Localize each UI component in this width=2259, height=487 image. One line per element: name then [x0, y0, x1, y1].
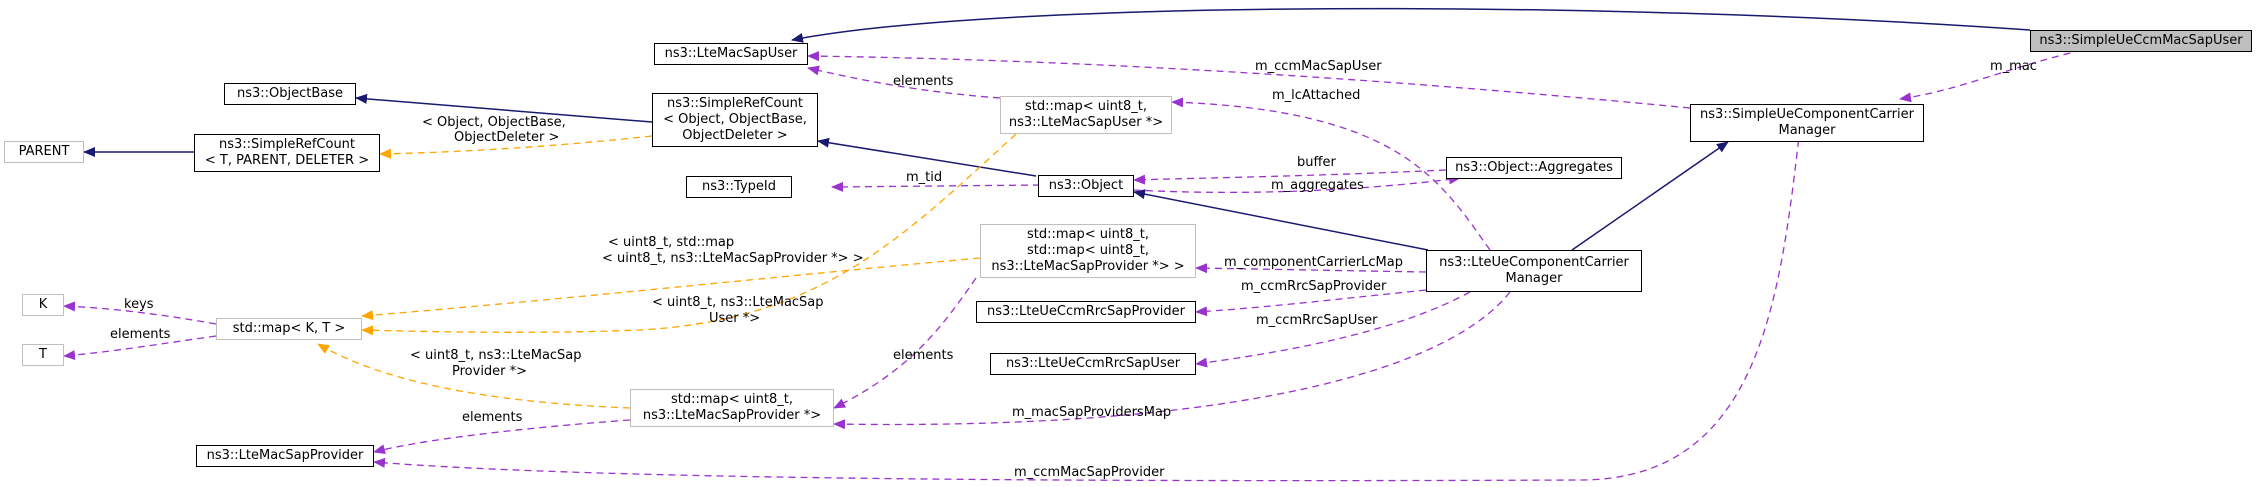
label-m-lc-attached: m_lcAttached — [1272, 88, 1360, 103]
node-type-id[interactable]: ns3::TypeId — [686, 176, 792, 198]
edge-m-mac — [1899, 49, 2083, 103]
label-tpl-map-of-map-line-2: < uint8_t, ns3::LteMacSapProvider *> > — [602, 251, 864, 266]
label-tpl-mac-sap-user: < uint8_t, ns3::LteMacSap User *> — [652, 295, 828, 326]
label-m-mac-sap-providers-map: m_macSapProvidersMap — [1012, 405, 1171, 420]
edge-tpl-mac-sap-provider — [317, 343, 631, 409]
edge-lte-ue-ccm-to-simple-ue-ccm — [1571, 141, 1729, 251]
edge-m-ccm-mac-sap-provider — [373, 127, 1801, 482]
edge-m-aggregates — [1133, 174, 1461, 194]
node-lte-mac-sap-provider[interactable]: ns3::LteMacSapProvider — [196, 445, 374, 467]
label-tpl-map-of-map: < uint8_t, std::map < uint8_t, ns3::LteM… — [602, 235, 864, 266]
label-m-mac: m_mac — [1990, 59, 2037, 74]
label-elements-2: elements — [893, 348, 954, 363]
label-m-ccm-rrc-sap-user: m_ccmRrcSapUser — [1256, 313, 1378, 328]
node-ccm-rrc-sap-provider[interactable]: ns3::LteUeCcmRrcSapProvider — [976, 301, 1196, 323]
node-object[interactable]: ns3::Object — [1038, 175, 1134, 197]
edge-elements-4 — [63, 335, 217, 361]
node-simple-ref-count-tpl[interactable]: ns3::SimpleRefCount < T, PARENT, DELETER… — [194, 134, 380, 172]
node-simple-ue-ccm[interactable]: ns3::SimpleUeComponentCarrier Manager — [1690, 104, 1924, 142]
node-map-mac-sap-user[interactable]: std::map< uint8_t, ns3::LteMacSapUser *> — [1000, 96, 1172, 134]
edge-m-lc-attached — [1171, 97, 1491, 251]
node-ccm-rrc-sap-user[interactable]: ns3::LteUeCcmRrcSapUser — [990, 353, 1196, 375]
edge-tpl-map-of-map — [361, 257, 981, 321]
edge-m-component-carrier-lc-map — [1195, 263, 1427, 274]
label-tpl-mac-sap-provider-line-1: < uint8_t, ns3::LteMacSap — [410, 348, 582, 363]
edge-m-mac-sap-providers-map — [833, 291, 1511, 430]
edge-lte-ue-ccm-to-object — [1133, 189, 1429, 251]
edge-m-tid — [831, 181, 1041, 192]
label-m-ccm-rrc-sap-provider: m_ccmRrcSapProvider — [1241, 279, 1387, 294]
node-k[interactable]: K — [22, 294, 64, 316]
node-parent[interactable]: PARENT — [4, 141, 84, 163]
edge-m-ccm-rrc-sap-user — [1195, 291, 1471, 368]
edge-ueccm-user-to-mac-sap-user — [791, 7, 2031, 43]
label-tpl-mac-sap-user-line-1: < uint8_t, ns3::LteMacSap — [652, 295, 824, 310]
label-tpl-mac-sap-provider: < uint8_t, ns3::LteMacSap Provider *> — [410, 348, 586, 379]
label-tpl-map-of-map-line-1: < uint8_t, std::map — [608, 235, 734, 250]
label-elements-3: elements — [462, 410, 523, 425]
edge-simple-ref-count-to-object-base — [355, 93, 653, 123]
node-lte-mac-sap-user[interactable]: ns3::LteMacSapUser — [654, 43, 808, 65]
label-tpl-object-base: < Object, ObjectBase, ObjectDeleter > — [422, 115, 570, 145]
node-lte-ue-ccm[interactable]: ns3::LteUeComponentCarrier Manager — [1426, 250, 1642, 292]
label-m-ccm-mac-sap-provider: m_ccmMacSapProvider — [1014, 465, 1165, 480]
node-simple-ref-count[interactable]: ns3::SimpleRefCount < Object, ObjectBase… — [652, 93, 818, 147]
label-tpl-object-base-line-2: ObjectDeleter > — [454, 130, 559, 145]
edge-buffer — [1133, 169, 1447, 185]
edge-tpl-mac-sap-user — [361, 133, 1017, 336]
label-buffer: buffer — [1297, 155, 1336, 170]
edge-tpl-object-base — [379, 135, 653, 159]
edge-elements-1 — [807, 65, 1001, 99]
node-object-aggregates[interactable]: ns3::Object::Aggregates — [1446, 157, 1622, 179]
node-map-mac-sap-provider[interactable]: std::map< uint8_t, ns3::LteMacSapProvide… — [630, 389, 834, 427]
edge-keys — [63, 301, 217, 325]
label-m-component-carrier-lc-map: m_componentCarrierLcMap — [1224, 255, 1403, 270]
label-keys: keys — [124, 297, 154, 312]
label-elements-4: elements — [110, 327, 171, 342]
edge-m-ccm-mac-sap-user — [807, 51, 1691, 109]
edge-object-to-simple-ref-count — [817, 137, 1037, 177]
label-tpl-object-base-line-1: < Object, ObjectBase, — [422, 115, 566, 130]
label-tpl-mac-sap-provider-line-2: Provider *> — [452, 364, 527, 379]
node-std-map-kt[interactable]: std::map< K, T > — [216, 318, 362, 340]
label-m-aggregates: m_aggregates — [1271, 178, 1364, 193]
node-simple-ue-ccm-mac-sap-user[interactable]: ns3::SimpleUeCcmMacSapUser — [2030, 30, 2252, 52]
label-m-tid: m_tid — [906, 170, 942, 185]
node-object-base[interactable]: ns3::ObjectBase — [224, 83, 356, 105]
label-elements-1: elements — [893, 74, 954, 89]
label-tpl-mac-sap-user-line-2: User *> — [709, 311, 760, 326]
node-t[interactable]: T — [22, 344, 64, 366]
node-map-map-provider[interactable]: std::map< uint8_t, std::map< uint8_t, ns… — [980, 224, 1196, 278]
edge-elements-2 — [833, 277, 977, 409]
label-m-ccm-mac-sap-user: m_ccmMacSapUser — [1255, 59, 1382, 74]
edge-elements-3 — [373, 419, 631, 455]
edge-m-ccm-rrc-sap-provider — [1195, 289, 1427, 317]
